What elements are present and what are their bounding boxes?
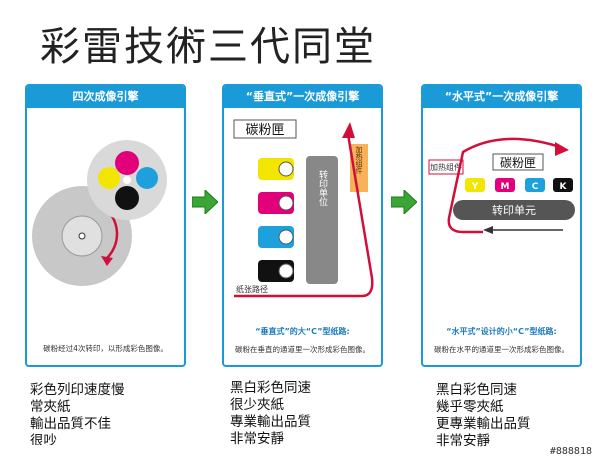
cartridge-k-label: K	[560, 182, 568, 192]
page-title: 彩雷技術三代同堂	[40, 24, 376, 70]
list-item: 非常安靜	[436, 433, 490, 449]
list-item: 非常安靜	[230, 431, 284, 447]
list-item: 輸出品質不佳	[30, 416, 111, 432]
vertical-engine-diagram: 碳粉匣 转印单位 加热组件 纸张路径	[233, 119, 374, 298]
cyan-cartridge	[525, 178, 545, 192]
cartridge-m-label: M	[501, 182, 510, 192]
magenta-toner	[115, 151, 139, 175]
list-item: 很少夾紙	[230, 397, 284, 413]
cartridge-c-label: C	[532, 182, 539, 192]
list-item: 彩色列印速度慢	[30, 382, 125, 398]
green-arrow-icon	[192, 190, 218, 214]
transfer-label: 转印单位	[317, 169, 328, 207]
panel-note: 碳粉在水平的通道里一次形成彩色图像。	[434, 345, 569, 354]
transfer-label: 转印单元	[492, 203, 536, 217]
list-item: 很吵	[30, 433, 57, 445]
heater-label: 加热组件	[355, 145, 363, 175]
list-item: 幾乎零夾紙	[436, 399, 504, 415]
four-pass-diagram	[32, 140, 167, 286]
paper-path-arrow	[234, 133, 374, 298]
panel-note: 碳粉经过4次转印，以形成彩色图像。	[43, 344, 168, 353]
list-item: 常夾紙	[30, 399, 71, 415]
panel-vertical-engine: “垂直式”一次成像引擎 碳粉匣 转印单位 加热组件 纸张路径 “垂直式”的大“C…	[222, 84, 383, 367]
yellow-toner	[98, 167, 120, 189]
bullet-list-horizontal: 黑白彩色同速 幾乎零夾紙 更專業輸出品質 非常安靜	[436, 382, 531, 450]
bullet-list-vertical: 黑白彩色同速 很少夾紙 專業輸出品質 非常安靜	[230, 380, 311, 448]
paper-path-arrow	[447, 137, 564, 234]
transfer-unit	[306, 156, 338, 284]
black-cartridge	[553, 178, 573, 192]
list-item: 專業輸出品質	[230, 414, 311, 430]
panel-header: 四次成像引擎	[27, 86, 184, 108]
list-item: 黑白彩色同速	[230, 380, 311, 396]
panel-horizontal-engine: “水平式”一次成像引擎 加热组件 碳粉匣 Y M C K 转印单元 “水平式”设…	[421, 84, 582, 367]
panel-four-pass-engine: 四次成像引擎 碳粉经过4次转印，以形成彩色图像。	[25, 84, 186, 367]
transfer-unit	[453, 200, 575, 220]
watermark: #888818	[549, 446, 592, 457]
toner-label: 碳粉匣	[500, 156, 536, 170]
panel-header: “垂直式”一次成像引擎	[224, 86, 381, 108]
panel-caption: “水平式”设计的小“C”型纸路:	[446, 327, 557, 336]
list-item: 黑白彩色同速	[436, 382, 517, 398]
panel-header: “水平式”一次成像引擎	[423, 86, 580, 108]
cyan-toner	[136, 167, 158, 189]
green-arrow-icon	[391, 190, 417, 214]
panel-note: 碳粉在垂直的通道里一次形成彩色图像。	[235, 345, 370, 354]
paper-path-label: 纸张路径	[236, 284, 268, 294]
cartridge-y-label: Y	[471, 182, 479, 192]
yellow-cartridge	[465, 178, 485, 192]
horizontal-engine-diagram: 加热组件 碳粉匣 Y M C K 转印单元	[428, 137, 575, 234]
bullet-list-four-pass: 彩色列印速度慢 常夾紙 輸出品質不佳 很吵	[30, 382, 125, 445]
panel-caption: “垂直式”的大“C”型纸路:	[255, 327, 350, 336]
heater-label: 加热组件	[430, 162, 462, 172]
list-item: 更專業輸出品質	[436, 416, 531, 432]
magenta-cartridge	[495, 178, 515, 192]
toner-label: 碳粉匣	[245, 123, 284, 138]
black-toner	[115, 186, 139, 210]
